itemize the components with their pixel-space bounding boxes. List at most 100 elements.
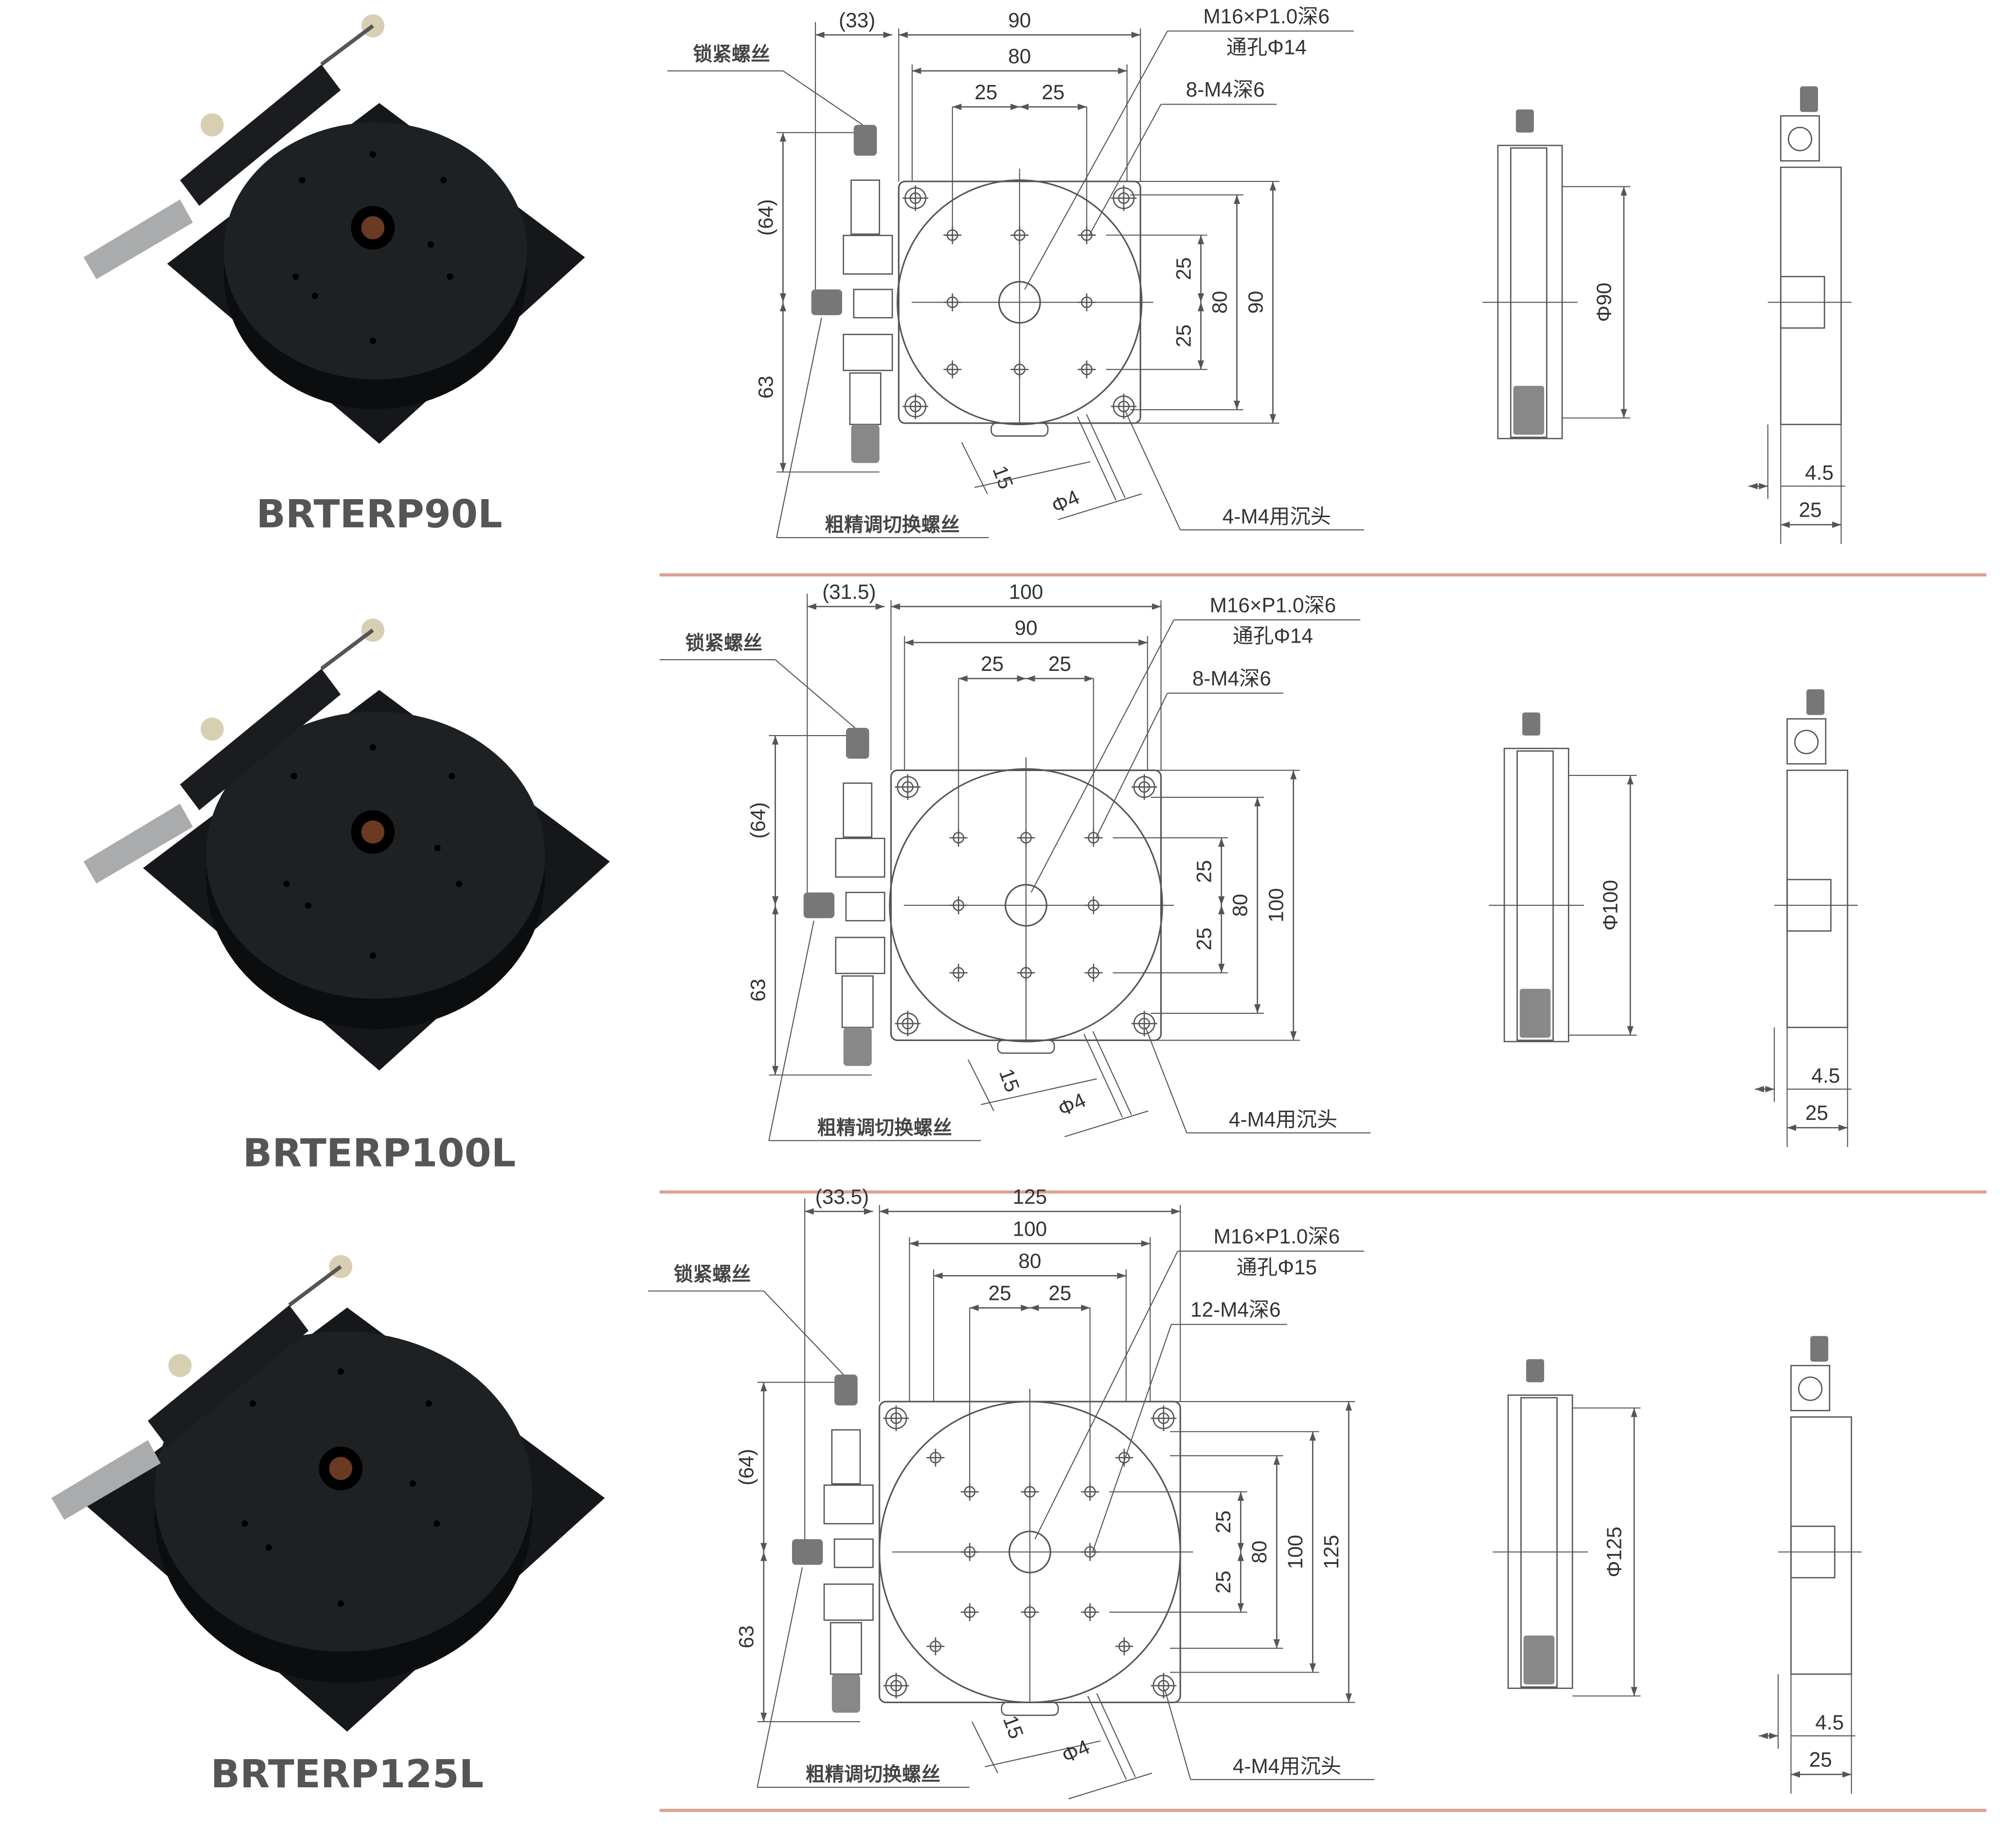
counterbore-hole-icon <box>895 774 921 800</box>
side2-head-bore <box>1787 126 1813 151</box>
micrometer-sleeve <box>829 1622 863 1675</box>
leader-line <box>756 1567 803 1788</box>
switch-screw-knob <box>803 892 835 918</box>
lock-screw-knob <box>853 125 877 156</box>
dimension-line <box>1068 1772 1152 1799</box>
side-body <box>1497 144 1563 439</box>
body-upper <box>843 782 873 838</box>
mount-holes-label: 4-M4用沉头 <box>1233 1755 1341 1778</box>
thread-note-label: M16×P1.0深6 <box>1210 594 1336 616</box>
product-photo <box>51 1255 605 1732</box>
side-thimble <box>1523 1636 1555 1685</box>
side-width-dimension: 25 <box>1799 499 1822 522</box>
rotary-table-top <box>223 122 527 379</box>
side2-knob <box>1800 86 1818 112</box>
pin-line <box>1086 414 1126 498</box>
through-hole-label: 通孔Φ14 <box>1233 625 1313 648</box>
left-offset-dimension: (33.5) <box>815 1185 869 1208</box>
micrometer-thimble <box>843 1027 872 1066</box>
screw-hole <box>449 773 455 780</box>
clamp-lower <box>823 1583 874 1621</box>
tab-offset-dimension: 15 <box>995 1066 1024 1095</box>
clamp-lower <box>835 936 885 974</box>
dimension-line <box>981 1078 1097 1105</box>
micrometer-bracket <box>180 64 341 206</box>
screw-hole <box>369 338 377 344</box>
micrometer-sleeve <box>841 975 874 1028</box>
tapped-hole-icon <box>926 1637 945 1655</box>
top-dimension: 80 <box>1018 1249 1041 1272</box>
tab-offset-dimension: 15 <box>989 463 1018 492</box>
shaft <box>320 629 374 670</box>
pitch-dimension: 25 <box>1048 1282 1071 1305</box>
screw-hole <box>292 273 299 280</box>
body-upper <box>850 180 881 235</box>
tapped-hole-icon <box>949 964 968 982</box>
side-width-dimension: 25 <box>1805 1101 1828 1124</box>
side-diameter-dimension: Φ125 <box>1603 1527 1626 1577</box>
lock-screw-label: 锁紧螺丝 <box>674 1263 751 1286</box>
screw-hole <box>241 1520 248 1527</box>
screw-hole <box>425 1400 432 1407</box>
leader-line <box>763 1291 844 1375</box>
left-dimension: 63 <box>754 376 777 398</box>
side2-body <box>1780 166 1842 425</box>
screw-hole <box>311 292 319 299</box>
counterbore-hole-icon <box>1111 185 1137 211</box>
side2-knob <box>1810 1336 1829 1362</box>
pin-line <box>1077 416 1116 501</box>
clamp-upper <box>823 1484 874 1525</box>
counterbore-hole-icon <box>883 1405 909 1431</box>
arrowhead <box>1755 1086 1775 1093</box>
screw-hole <box>434 845 441 851</box>
side2-head-bore <box>1794 730 1819 755</box>
extension-line <box>961 442 988 494</box>
screw-hole <box>409 1480 416 1487</box>
counterbore-hole-icon <box>902 185 929 211</box>
tapped-hole-icon <box>1078 360 1096 378</box>
dimension-line <box>974 461 1091 488</box>
leader-line <box>1164 1689 1191 1780</box>
clamp-lower <box>843 334 893 371</box>
tapped-hole-icon <box>1084 964 1103 982</box>
counterbore-hole-icon <box>1131 1010 1157 1037</box>
screw-hole <box>283 881 290 887</box>
leader-line <box>1024 31 1168 290</box>
switch-screw-label: 粗精调切换螺丝 <box>825 514 959 536</box>
side2-head <box>1780 115 1820 162</box>
rotary-table-top <box>154 1331 532 1652</box>
extension-line <box>972 1721 998 1774</box>
mount-holes-label: 4-M4用沉头 <box>1223 505 1331 528</box>
micrometer-bracket <box>180 668 341 810</box>
tapped-holes-label: 8-M4深6 <box>1186 78 1265 101</box>
product-model-label: BRTERP100L <box>243 1130 516 1175</box>
center-hole-inner <box>361 820 385 844</box>
pitch-dimension: 25 <box>974 81 997 104</box>
extension-line <box>968 1059 994 1112</box>
center-hole-inner <box>361 216 385 239</box>
mount-holes-label: 4-M4用沉头 <box>1229 1108 1337 1131</box>
clamp-center <box>833 1538 874 1568</box>
pin-diameter-dimension: Φ4 <box>1054 1088 1089 1121</box>
switch-screw-label: 粗精调切换螺丝 <box>806 1763 940 1786</box>
right-dimension: 80 <box>1248 1541 1271 1564</box>
tapped-holes-label: 8-M4深6 <box>1192 667 1271 690</box>
right-dimension: 125 <box>1320 1535 1343 1569</box>
tapped-hole-icon <box>926 1448 945 1467</box>
side-knob-top <box>1526 1359 1545 1383</box>
pin-line <box>1083 1033 1123 1118</box>
side2-head <box>1790 1365 1831 1411</box>
micrometer-bracket <box>147 1305 309 1447</box>
left-dimension: 63 <box>747 979 770 1002</box>
side-offset-dimension: 4.5 <box>1811 1064 1840 1087</box>
lock-screw-knob <box>846 728 869 759</box>
screw-hole <box>299 177 306 183</box>
tapped-hole-icon <box>1017 828 1035 847</box>
top-dimension: 100 <box>1009 580 1044 603</box>
pin-line <box>1087 1695 1127 1780</box>
dimension-line <box>1058 493 1142 521</box>
micrometer-thimble <box>831 1674 861 1713</box>
